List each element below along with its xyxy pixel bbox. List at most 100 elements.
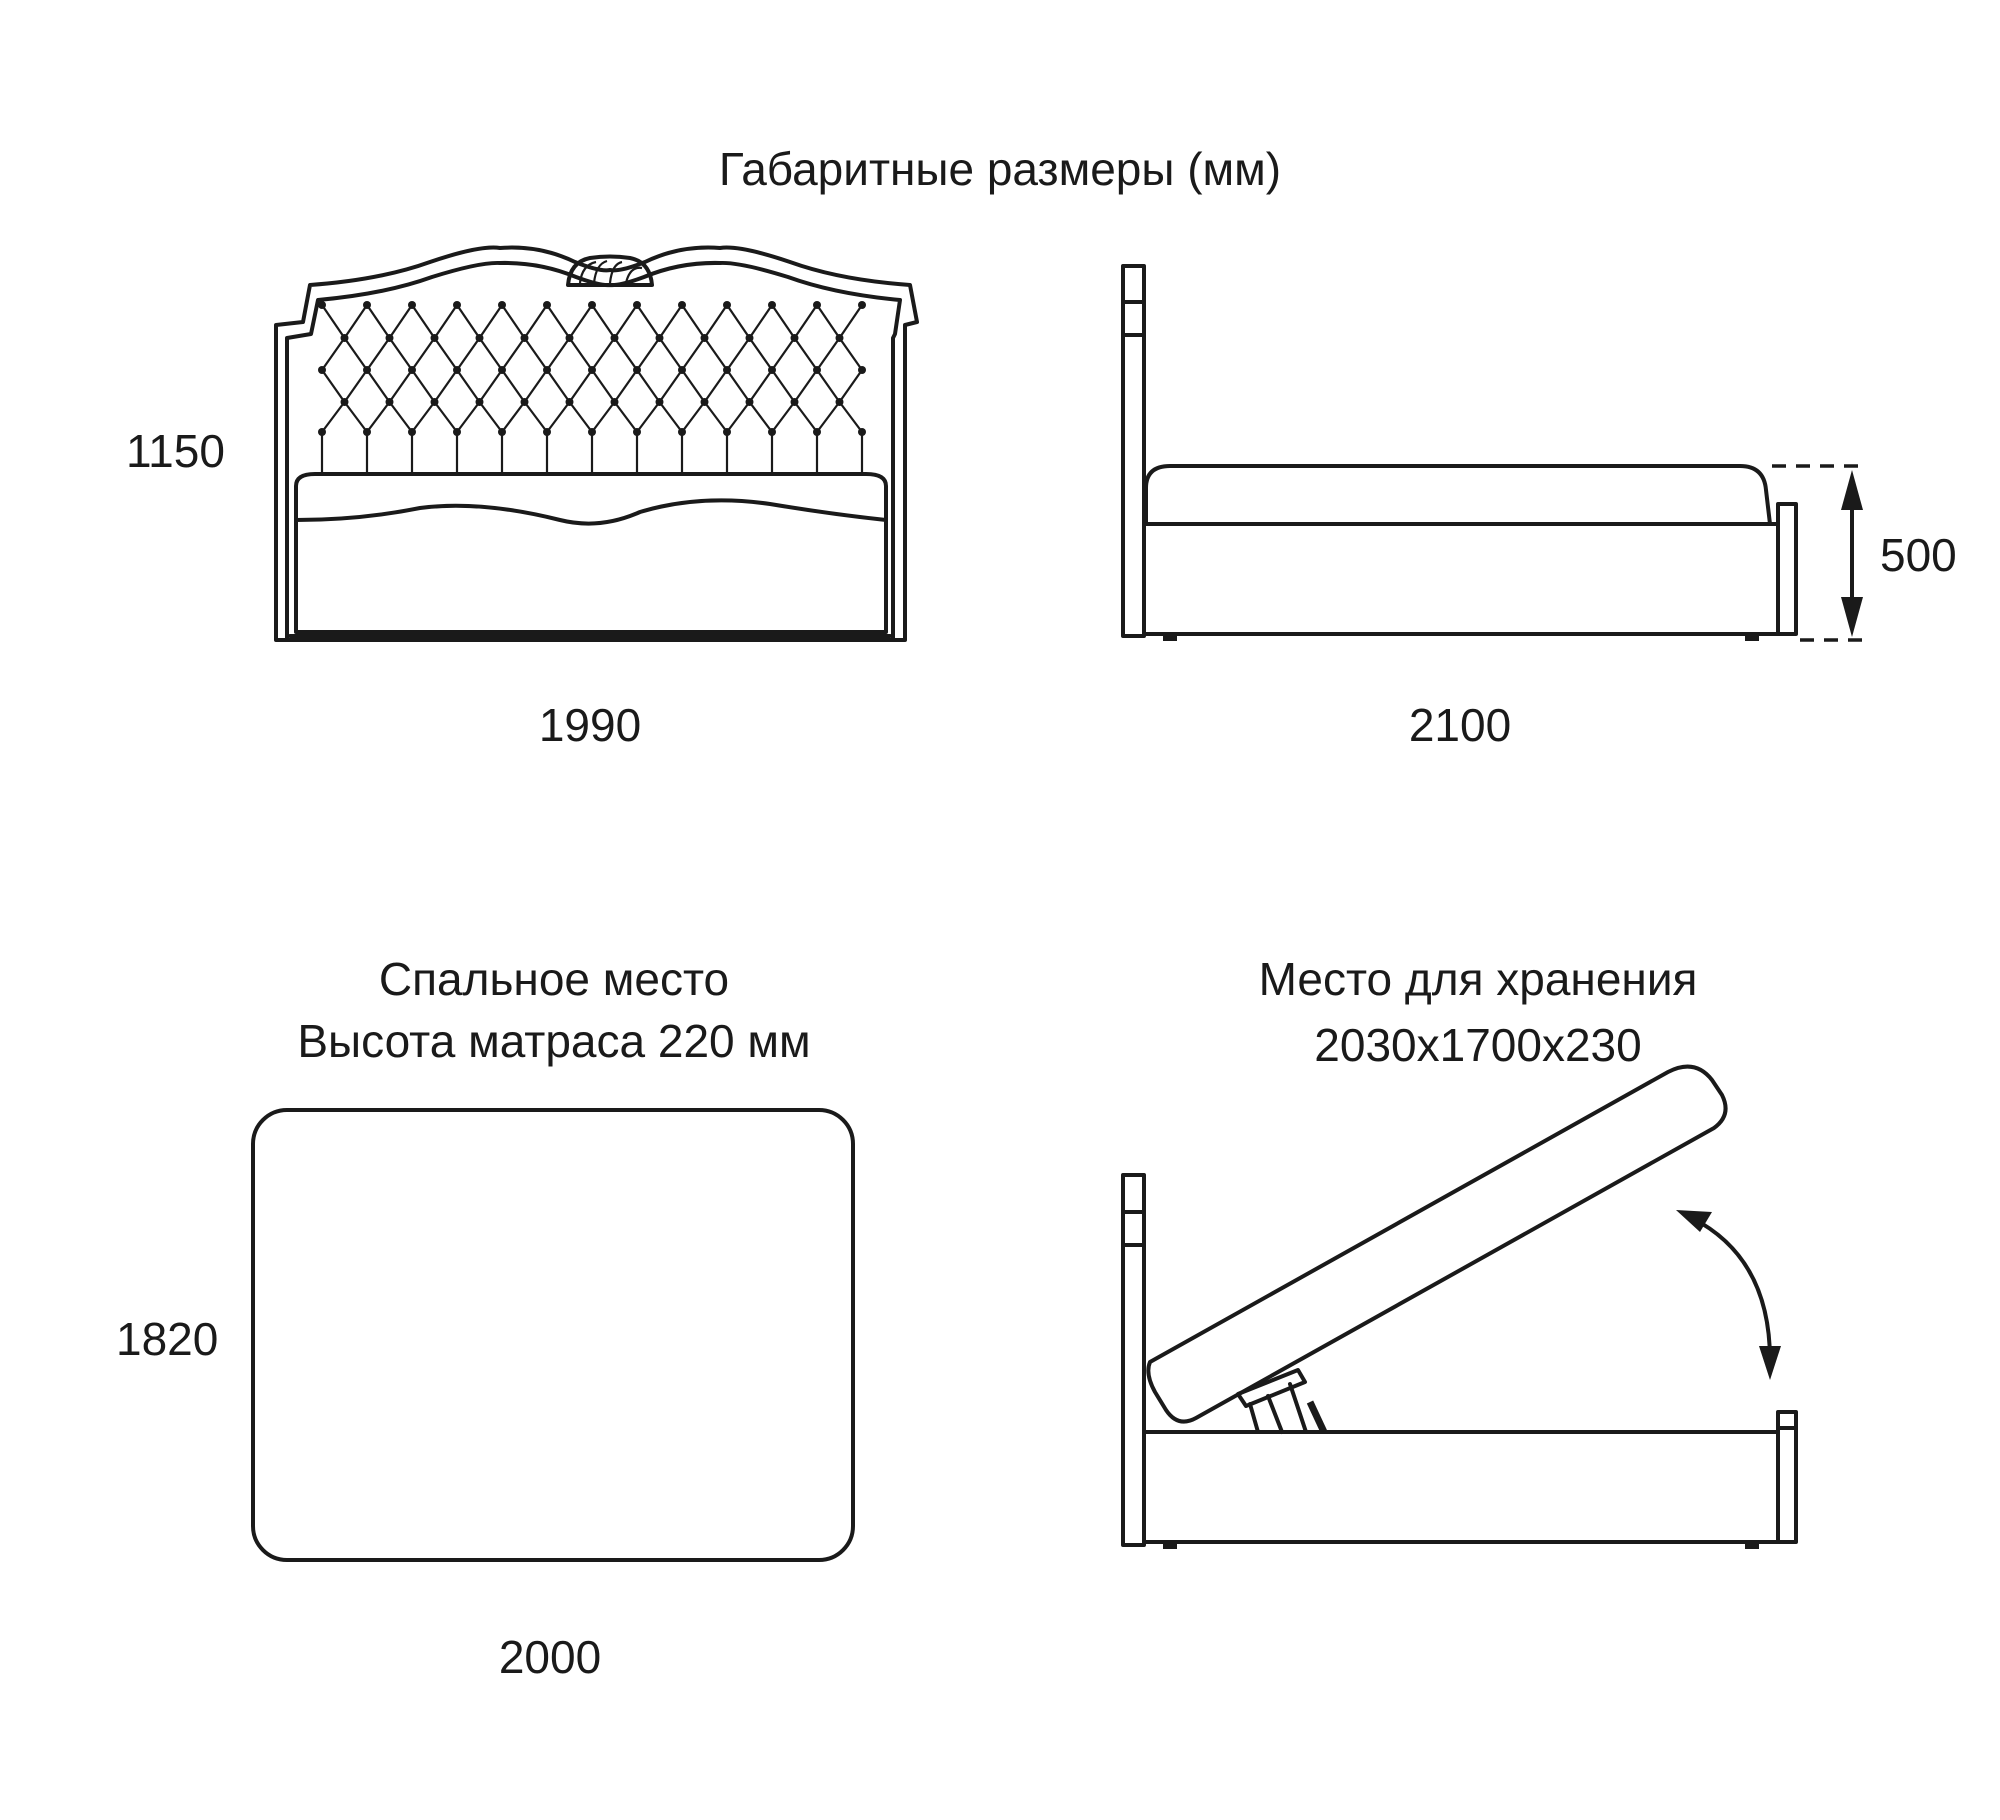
bed-side-view	[1121, 264, 1865, 642]
tuft-seam	[793, 369, 818, 403]
height-dimension-arrow	[1841, 470, 1863, 637]
bed-frame-front	[294, 498, 888, 634]
tuft-seam	[478, 401, 503, 433]
tuft-seam	[523, 337, 548, 371]
tuft-seam	[366, 369, 391, 403]
tuft-seam	[456, 369, 481, 403]
tuft-seam	[838, 401, 863, 433]
side-length-label: 2100	[1408, 699, 1512, 751]
tuft-seam	[613, 304, 638, 339]
tuft-seam	[816, 337, 841, 371]
tuft-seam	[343, 337, 368, 371]
tuft-seam	[748, 401, 773, 433]
mattress-top-front	[294, 472, 888, 522]
tuft-seam	[501, 304, 526, 339]
tuft-seam	[388, 401, 413, 433]
tuft-seam	[343, 369, 368, 403]
tuft-seam	[591, 337, 616, 371]
tuft-seam	[366, 304, 391, 339]
tuft-seam	[838, 369, 863, 403]
tuft-seam	[658, 304, 683, 339]
tuft-seam	[366, 401, 391, 433]
tuft-seam	[321, 304, 346, 339]
tuft-seam	[523, 369, 548, 403]
tuft-seam	[726, 369, 751, 403]
front-height-label: 1150	[126, 425, 225, 477]
tuft-seam	[613, 369, 638, 403]
storage-title: Место для хранения	[1258, 953, 1698, 1005]
tuft-seam	[388, 337, 413, 371]
tuft-seam	[591, 401, 616, 433]
tuft-seam	[658, 337, 683, 371]
side-headboard	[1121, 264, 1146, 638]
tuft-seam	[501, 337, 526, 371]
tuft-seam	[568, 369, 593, 403]
tuft-seam	[433, 304, 458, 339]
tuft-seam	[546, 337, 571, 371]
tuft-seam	[388, 304, 413, 339]
front-width-label: 1990	[538, 699, 642, 751]
tuft-seam	[366, 337, 391, 371]
tuft-seam	[613, 337, 638, 371]
storage-headboard	[1121, 1173, 1146, 1547]
tuft-seam	[636, 304, 661, 339]
sleeping-width-label: 1820	[116, 1313, 219, 1365]
tuft-seam	[501, 401, 526, 433]
tuft-seam	[456, 304, 481, 339]
tuft-seam	[771, 304, 796, 339]
tuft-seam	[433, 401, 458, 433]
tuft-seam	[658, 369, 683, 403]
tuft-seam	[636, 401, 661, 433]
tuft-seam	[411, 337, 436, 371]
tuft-seam	[523, 304, 548, 339]
tuft-seam	[703, 304, 728, 339]
tuft-seam	[771, 401, 796, 433]
tuft-seam	[433, 369, 458, 403]
tuft-seam	[658, 401, 683, 433]
tuft-seam	[748, 337, 773, 371]
tuft-seam	[523, 401, 548, 433]
tuft-seam	[321, 401, 346, 433]
tuft-seam	[703, 401, 728, 433]
tuft-seam	[816, 401, 841, 433]
storage-base	[1142, 1430, 1780, 1544]
tuft-seam	[636, 337, 661, 371]
headboard-crest-ornament	[566, 254, 654, 287]
tuft-seam	[726, 337, 751, 371]
tuft-seam	[703, 337, 728, 371]
page-title: Габаритные размеры (мм)	[718, 143, 1282, 195]
tuft-seam	[568, 401, 593, 433]
tuft-seam	[793, 304, 818, 339]
side-footboard	[1776, 502, 1798, 636]
tuft-seam	[388, 369, 413, 403]
tuft-seam	[681, 369, 706, 403]
tuft-seam	[726, 304, 751, 339]
tuft-seam	[681, 401, 706, 433]
tuft-seam	[456, 401, 481, 433]
tuft-seam	[816, 304, 841, 339]
storage-dimensions: 2030x1700x230	[1314, 1019, 1642, 1071]
bed-storage-view	[1121, 1064, 1798, 1549]
tuft-seam	[591, 304, 616, 339]
lifted-mattress	[1146, 1064, 1728, 1424]
tuft-seam	[681, 304, 706, 339]
tuft-seam	[321, 369, 346, 403]
tuft-seam	[433, 337, 458, 371]
tuft-seam	[568, 337, 593, 371]
tuft-seam	[748, 304, 773, 339]
tuft-seam	[478, 304, 503, 339]
tuft-seam	[343, 401, 368, 433]
bed-front-view	[274, 245, 919, 642]
tuft-seam	[591, 369, 616, 403]
lift-rotation-arrow	[1676, 1210, 1781, 1380]
sleeping-area-outline	[251, 1108, 855, 1562]
tuft-seam	[411, 304, 436, 339]
sleeping-area-title: Спальное место	[378, 953, 730, 1005]
tuft-seam	[748, 369, 773, 403]
tuft-seam	[478, 369, 503, 403]
tuft-seam	[321, 337, 346, 371]
tuft-seam	[793, 401, 818, 433]
tuft-seam	[703, 369, 728, 403]
tuft-seam	[546, 304, 571, 339]
tuft-seam	[793, 337, 818, 371]
